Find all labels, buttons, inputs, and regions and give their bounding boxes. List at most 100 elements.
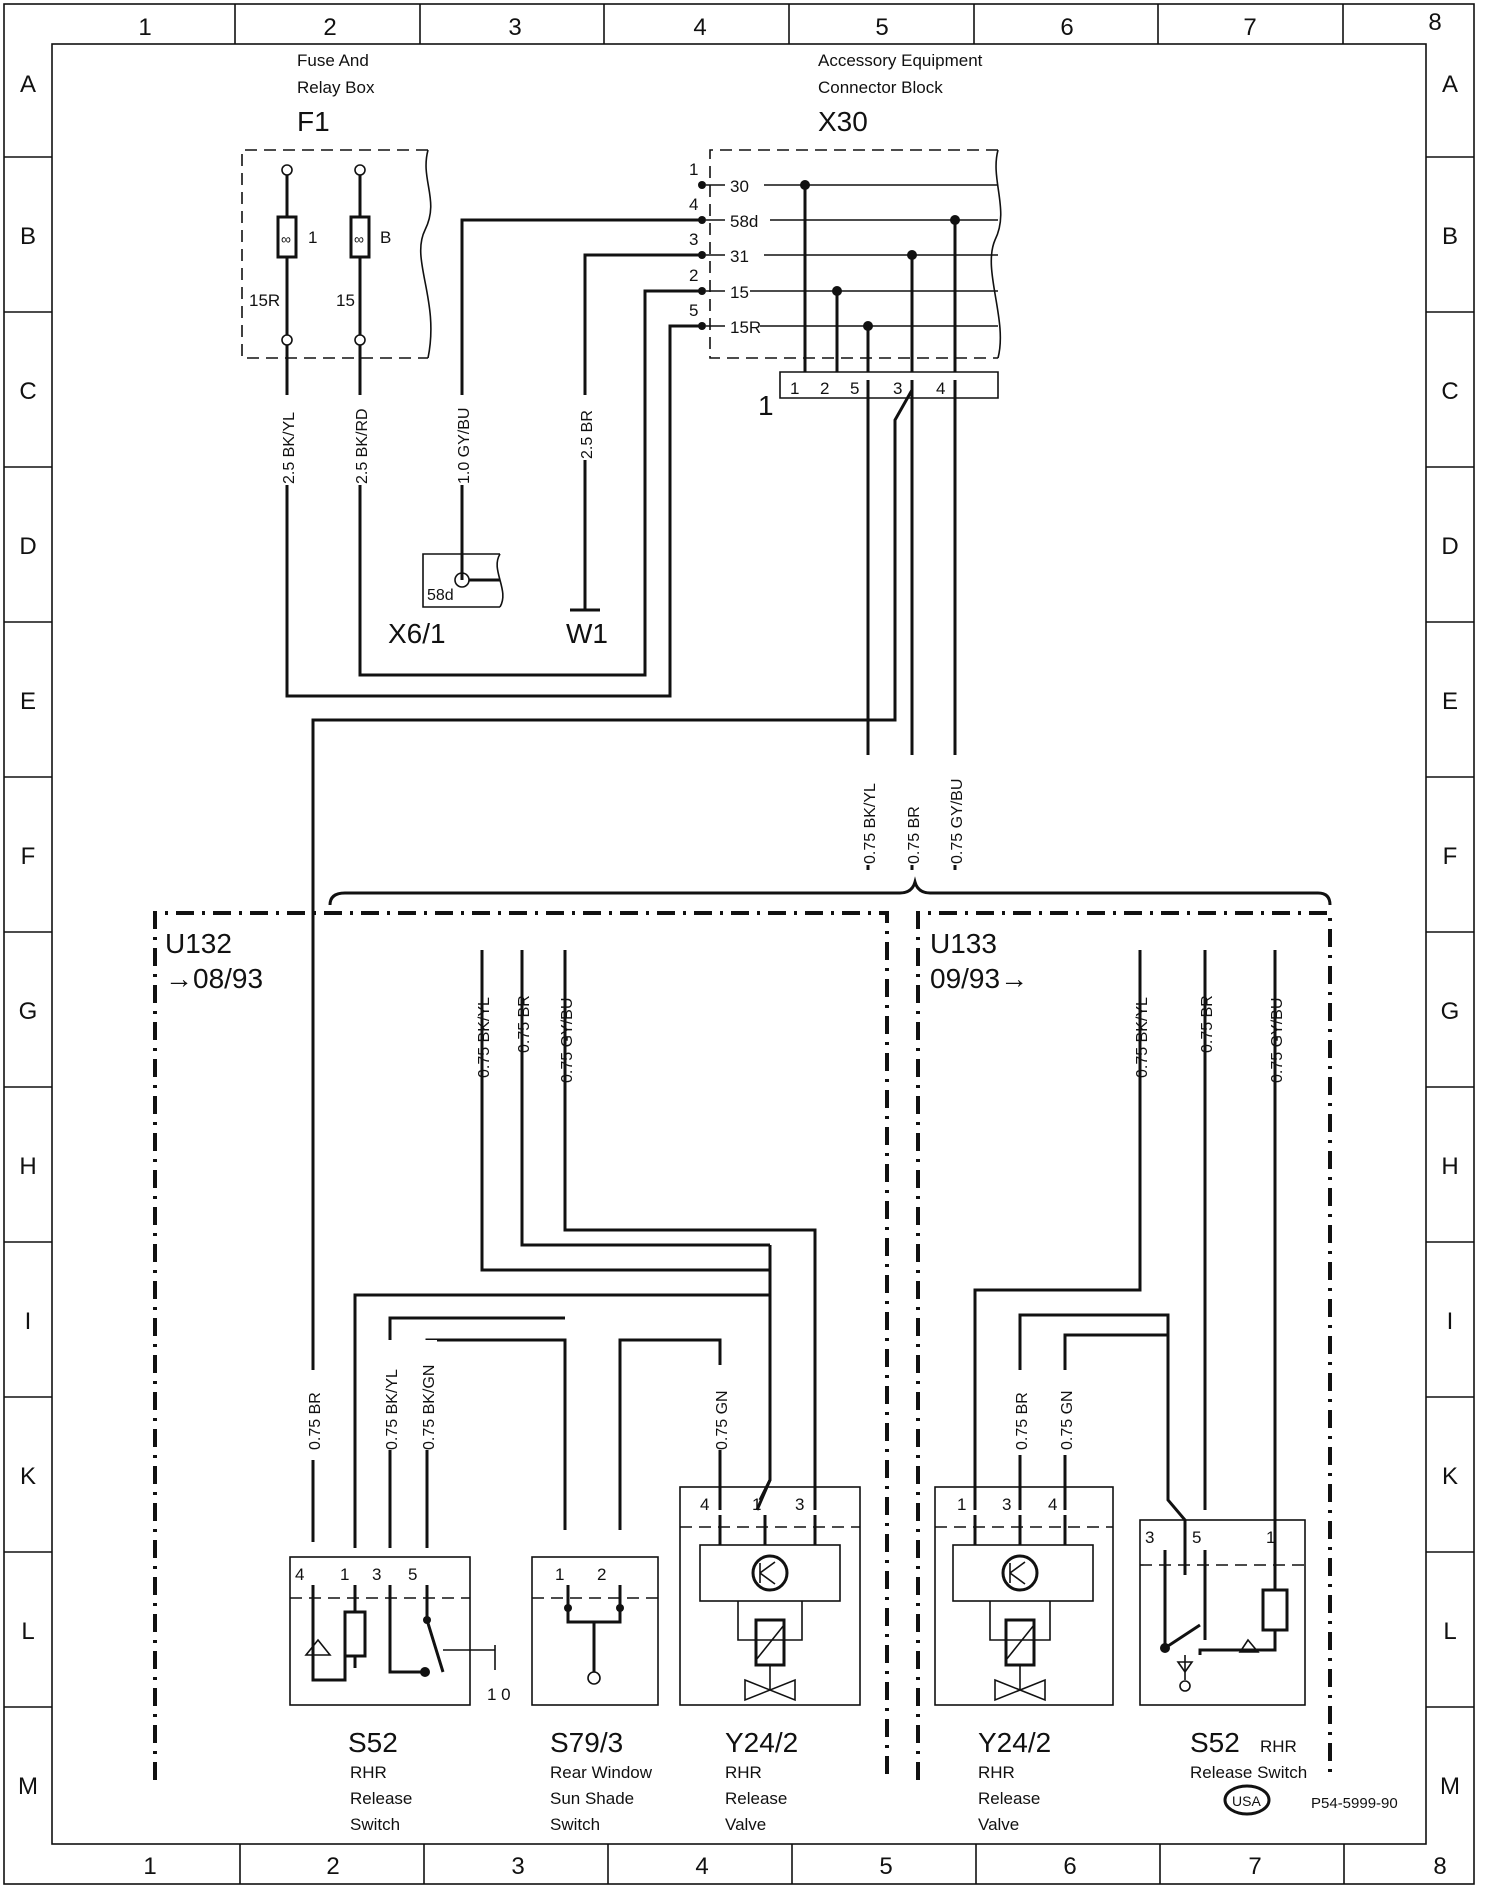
svg-text:Sun Shade: Sun Shade	[550, 1789, 634, 1808]
svg-text:1: 1	[689, 160, 698, 179]
x30-pin-15: 2 15	[689, 266, 749, 302]
svg-text:3: 3	[689, 230, 698, 249]
svg-text:4: 4	[936, 379, 945, 398]
col-label: 6	[1063, 1853, 1076, 1880]
col-label: 6	[1060, 14, 1073, 41]
u132-code: U132	[165, 928, 232, 959]
wire-label: 0.75 BK/YL	[862, 783, 879, 864]
row-label: A	[20, 71, 36, 98]
row-labels-right: A B C D E F G H I K L M	[1440, 71, 1460, 1800]
x6-code: X6/1	[388, 618, 446, 649]
svg-text:15R: 15R	[730, 318, 761, 337]
wire-label: 0.75 BR	[906, 806, 923, 864]
row-label: L	[21, 1618, 34, 1645]
s52-release-switch-left: 4 1 3 5 1 0 S52 RHR Release Switch	[289, 1556, 511, 1834]
col-label: 7	[1248, 1853, 1261, 1880]
s52-right-suffix: RHR	[1260, 1737, 1297, 1756]
x30-caption-2: Connector Block	[818, 78, 943, 97]
fuse-2: ∞ B 15	[336, 164, 391, 346]
row-label: H	[19, 1153, 36, 1180]
row-label: G	[19, 998, 38, 1025]
svg-text:RHR: RHR	[725, 1763, 762, 1782]
accessory-connector-block: Accessory Equipment Connector Block X30 …	[689, 51, 1002, 421]
row-label: D	[19, 533, 36, 560]
y24-left-code: Y24/2	[725, 1727, 798, 1758]
wire-label: 2.5 BR	[579, 410, 596, 459]
svg-text:2: 2	[820, 379, 829, 398]
u132-variant-box: U132 →08/93 0.75 BK/YL 0.75 BR 0.75 GY/B…	[153, 911, 889, 1780]
row-label: C	[1441, 378, 1458, 405]
diagram-frame	[3, 3, 1475, 1885]
svg-text:2: 2	[597, 1565, 606, 1584]
svg-text:1: 1	[555, 1565, 564, 1584]
wire-label: 2.5 BK/RD	[354, 408, 371, 484]
fuse-1: ∞ 1 15R	[249, 164, 317, 346]
x30-pin-30: 1 30	[689, 160, 749, 196]
svg-text:2: 2	[689, 266, 698, 285]
svg-text:1: 1	[340, 1565, 349, 1584]
wire-label: 2.5 BK/YL	[281, 412, 298, 484]
row-label: B	[1442, 223, 1458, 250]
wire-label: 0.75 BK/GN	[421, 1365, 438, 1450]
x30-plug-label: 1	[758, 390, 774, 421]
row-label: B	[20, 223, 36, 250]
y24-release-valve-right: 1 3 4 Y24/2 RHR Release Valve	[934, 1486, 1114, 1834]
u133-code: U133	[930, 928, 997, 959]
y24-right-code: Y24/2	[978, 1727, 1051, 1758]
s52-left-code: S52	[348, 1727, 398, 1758]
w1-code: W1	[566, 618, 608, 649]
row-labels-left: A B C D E F G H I K L M	[18, 71, 38, 1800]
svg-text:RHR: RHR	[978, 1763, 1015, 1782]
footer: USA P54-5999-90	[1223, 1784, 1398, 1816]
top-wiring: W1 58d X6/1 2.5 BK/YL 2.5 BK/RD 1.0 GY/B…	[277, 218, 702, 698]
col-label: 8	[1428, 9, 1441, 36]
wire-label: 0.75 BR	[1199, 995, 1216, 1053]
svg-text:58d: 58d	[730, 212, 758, 231]
col-label: 7	[1243, 14, 1256, 41]
u133-variant-box: U133 09/93→ 0.75 BK/YL 0.75 BR 0.75 GY/B…	[916, 911, 1332, 1780]
col-label: 2	[323, 14, 336, 41]
svg-text:4: 4	[689, 195, 698, 214]
s52-right-code: S52	[1190, 1727, 1240, 1758]
row-label: H	[1441, 1153, 1458, 1180]
wire-label: 1.0 GY/BU	[456, 408, 473, 484]
s79-sun-shade-switch: 1 2 S79/3 Rear Window Sun Shade Switch	[531, 1556, 659, 1834]
x30-pin-58d: 4 58d	[689, 195, 758, 231]
col-label: 4	[693, 14, 706, 41]
svg-text:30: 30	[730, 177, 749, 196]
svg-text:Release: Release	[725, 1789, 787, 1808]
svg-text:5: 5	[1192, 1528, 1201, 1547]
col-label: 5	[879, 1853, 892, 1880]
col-label: 4	[695, 1853, 708, 1880]
wire-label: 0.75 GY/BU	[949, 779, 966, 864]
wire-label: 0.75 GY/BU	[559, 998, 576, 1083]
svg-text:3: 3	[893, 379, 902, 398]
svg-text:4: 4	[700, 1495, 709, 1514]
svg-text:31: 31	[730, 247, 749, 266]
svg-text:1: 1	[752, 1495, 761, 1514]
row-label: I	[25, 1308, 32, 1335]
fuse-box-caption-1: Fuse And	[297, 51, 369, 70]
svg-text:5: 5	[850, 379, 859, 398]
wire-label: 0.75 BK/YL	[1134, 997, 1151, 1078]
row-label: D	[1441, 533, 1458, 560]
svg-text:3: 3	[1002, 1495, 1011, 1514]
wire-label: 0.75 BK/YL	[476, 997, 493, 1078]
mid-wiring: 0.75 BK/YL 0.75 BR 0.75 GY/BU	[311, 380, 1332, 1542]
row-label: M	[18, 1773, 38, 1800]
x6-term: 58d	[427, 587, 454, 604]
svg-text:4: 4	[1048, 1495, 1057, 1514]
svg-text:5: 5	[408, 1565, 417, 1584]
x30-pin-31: 3 31	[689, 230, 749, 266]
s79-code: S79/3	[550, 1727, 623, 1758]
x30-caption-1: Accessory Equipment	[818, 51, 983, 70]
row-label: E	[1442, 688, 1458, 715]
wire-label: 0.75 BR	[1014, 1392, 1031, 1450]
row-label: C	[19, 378, 36, 405]
fuse-1-output: 15R	[249, 291, 280, 310]
x30-code: X30	[818, 106, 868, 137]
x30-pin-15r: 5 15R	[689, 301, 761, 337]
s52-left-switch-pos: 1 0	[487, 1685, 511, 1704]
wire-label: 0.75 GN	[714, 1390, 731, 1450]
col-label: 1	[143, 1853, 156, 1880]
